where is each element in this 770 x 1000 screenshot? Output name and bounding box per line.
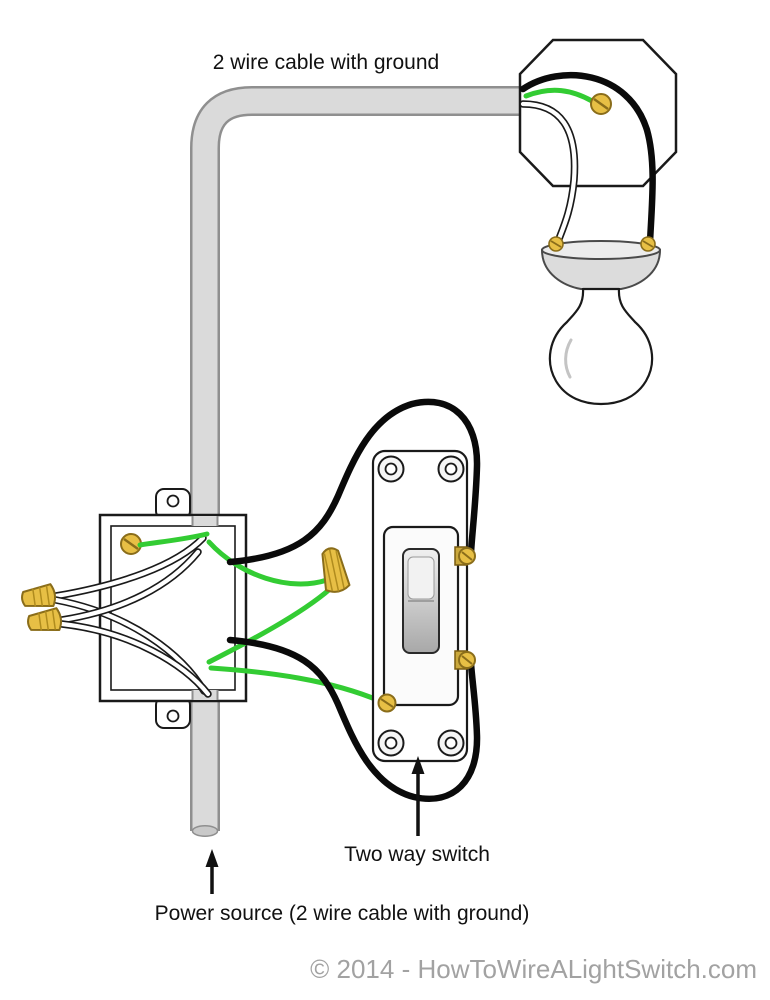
ceiling-ground-screw (590, 93, 612, 115)
wire-nut-left-2 (27, 607, 63, 631)
switch-toggle-face (407, 556, 435, 600)
switch-ground-screw (377, 693, 397, 713)
label-switch: Two way switch (344, 843, 490, 866)
hot-wire-loops (226, 398, 481, 802)
switch-screw-bottom-right (437, 729, 465, 757)
neutral-wires (52, 534, 212, 698)
footer-credit: © 2014 - HowToWireALightSwitch.com (310, 954, 757, 984)
switch-terminal-bottom (454, 650, 476, 670)
switch-terminal-top (454, 546, 476, 566)
lamp-canopy-rim (541, 240, 661, 260)
green-wire-ceiling (523, 87, 595, 104)
wire-nut-switch (321, 547, 351, 593)
light-fixture (540, 236, 662, 406)
lamp-terminal-right (640, 236, 656, 252)
switch-screw-top-right (437, 455, 465, 483)
light-bulb (548, 287, 654, 406)
label-cable: 2 wire cable with ground (213, 51, 439, 74)
white-wire-ceiling (520, 101, 577, 247)
two-way-switch (371, 449, 476, 763)
black-wire-top-loop (226, 398, 481, 566)
conduit-cable (190, 86, 523, 837)
conduit-end-cap (191, 825, 219, 837)
lamp-canopy (540, 249, 662, 290)
arrow-power-source (205, 849, 219, 894)
junction-box-ear-top (155, 488, 191, 520)
ceiling-wires (519, 71, 656, 248)
switch-screw-top-left (377, 455, 405, 483)
black-wire-ceiling (519, 71, 656, 246)
conduit-stub-top (192, 516, 218, 526)
wire-nut-left-1 (21, 583, 57, 607)
bulb-highlight (564, 338, 573, 379)
ground-wires (137, 531, 383, 704)
junction-box-ground-screw (120, 533, 142, 555)
black-wire-bottom-loop (226, 636, 481, 802)
lamp-terminal-left (548, 236, 564, 252)
label-power-source: Power source (2 wire cable with ground) (155, 902, 530, 925)
arrow-two-way-switch (411, 756, 425, 836)
switch-screw-bottom-left (377, 729, 405, 757)
